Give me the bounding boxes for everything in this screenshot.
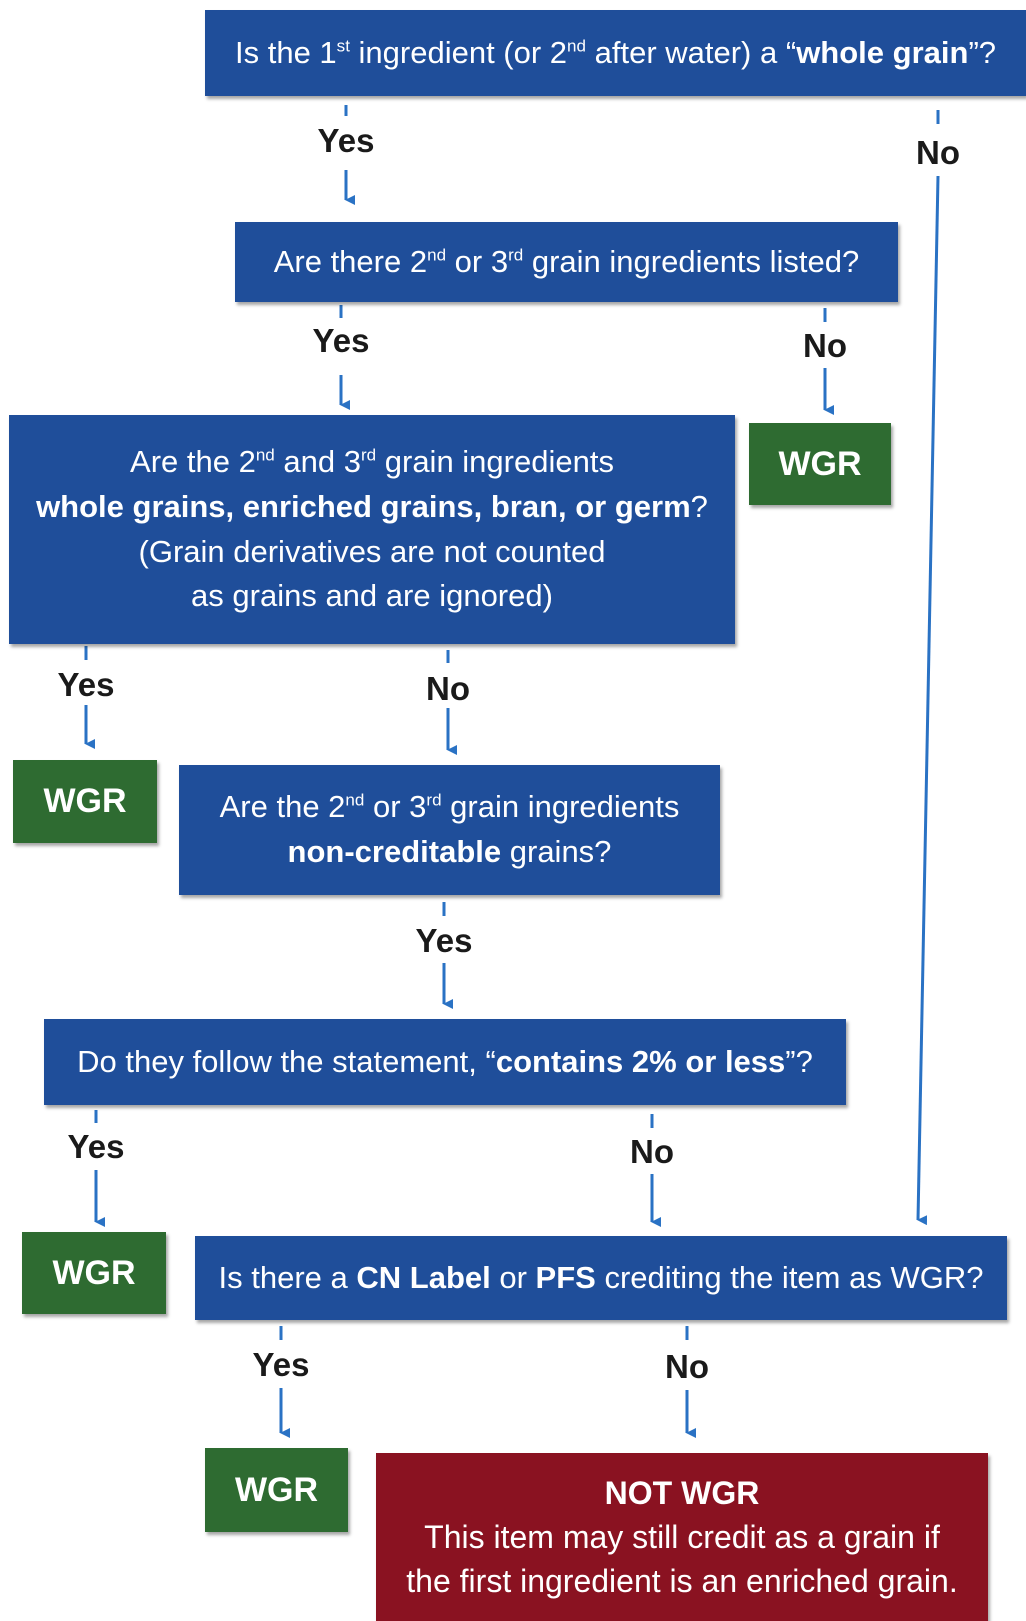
question-first-ingredient-whole-grain: Is the 1st ingredient (or 2nd after wate… (205, 10, 1026, 96)
q4-yes-label: Yes (415, 922, 473, 959)
q6-yes-label: Yes (252, 1346, 310, 1383)
q5-yes-label: Yes (67, 1128, 125, 1165)
q2-no-label: No (803, 327, 847, 364)
q1-no-label: No (916, 134, 960, 171)
arrow-q1-no-long (916, 175, 940, 1226)
q5-no-label: No (630, 1133, 674, 1170)
result-wgr-two-percent-statement: WGR (22, 1232, 166, 1314)
q2-yes-label: Yes (312, 322, 370, 359)
q1-yes-label: Yes (317, 122, 375, 159)
result-wgr-no-secondary-grains: WGR (749, 423, 891, 505)
q3-yes-label: Yes (57, 666, 115, 703)
q6-no-label: No (665, 1348, 709, 1385)
question-whole-enriched-bran-germ: Are the 2nd and 3rd grain ingredients wh… (9, 415, 735, 644)
result-wgr-cn-label-pfs: WGR (205, 1448, 348, 1532)
result-wgr-qualifying-grains: WGR (13, 760, 157, 843)
question-second-third-grain-listed: Are there 2nd or 3rd grain ingredients l… (235, 222, 898, 302)
question-cn-label-or-pfs: Is there a CN Label or PFS crediting the… (195, 1236, 1007, 1320)
question-non-creditable-grains: Are the 2nd or 3rd grain ingredients non… (179, 765, 720, 895)
question-contains-2-percent-or-less: Do they follow the statement, “contains … (44, 1019, 846, 1105)
q3-no-label: No (426, 670, 470, 707)
result-not-wgr: NOT WGR This item may still credit as a … (376, 1453, 988, 1621)
